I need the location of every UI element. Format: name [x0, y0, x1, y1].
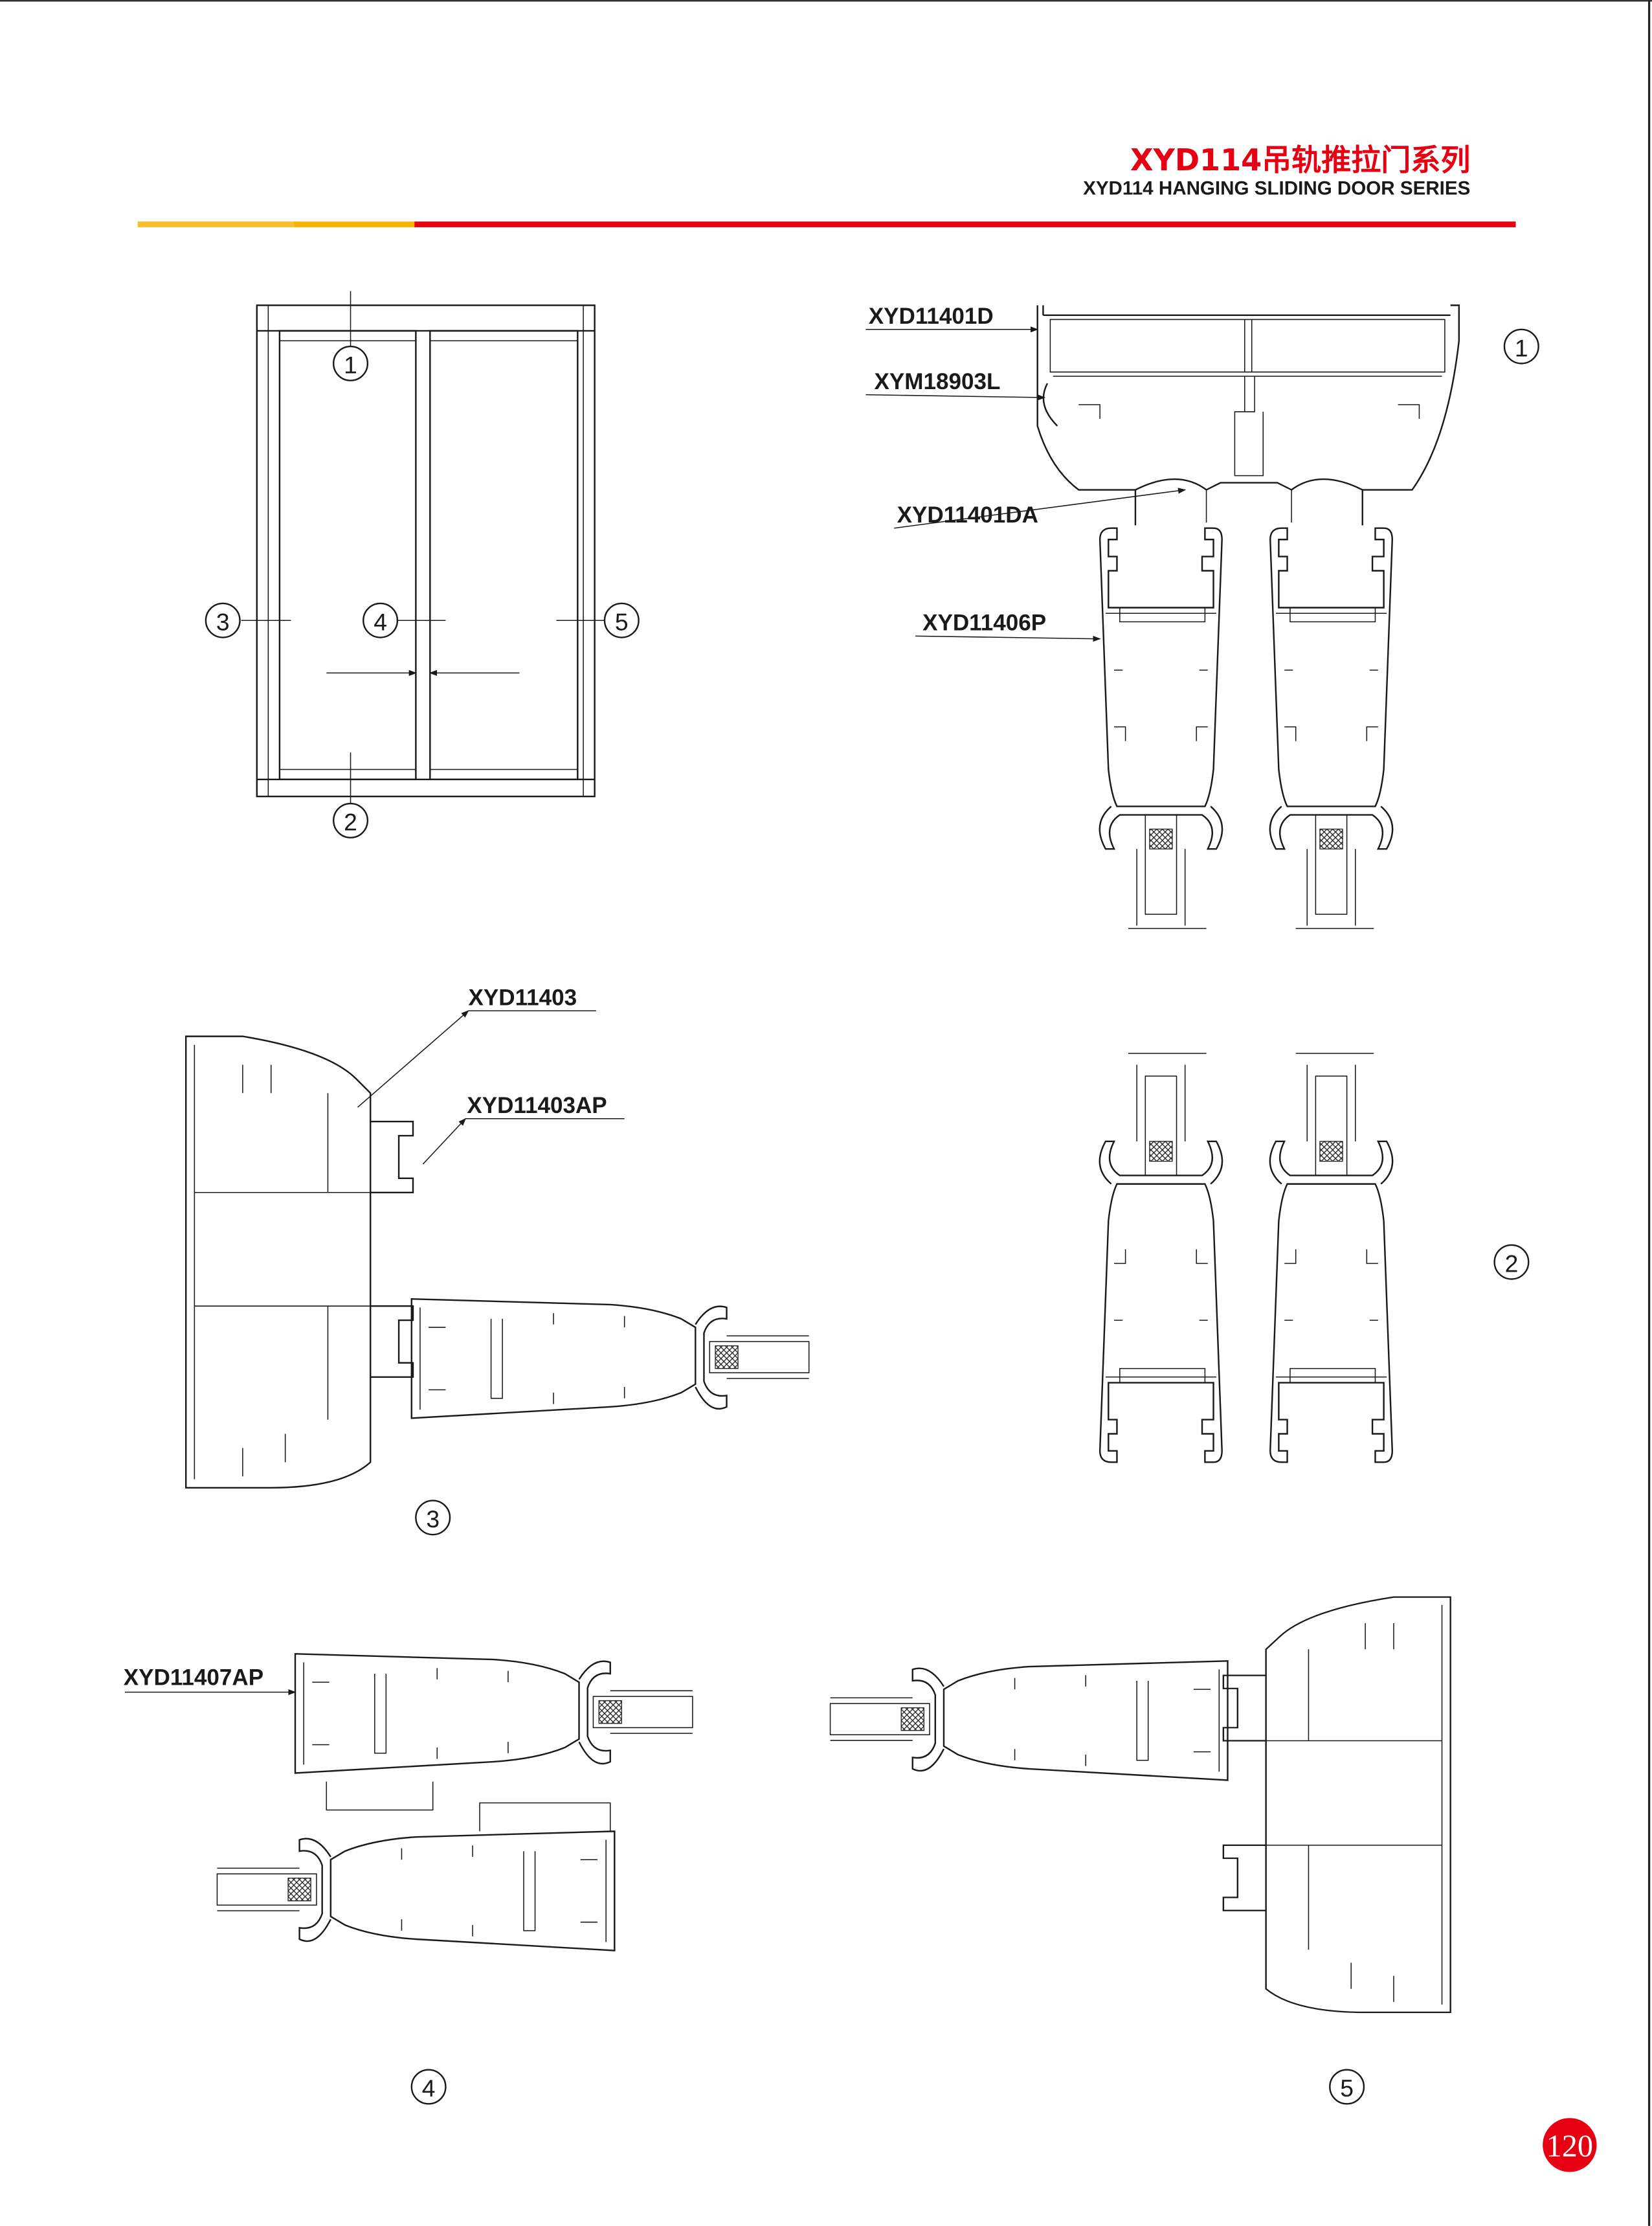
- label-xyd11403ap: XYD11403AP: [467, 1093, 607, 1118]
- svg-text:5: 5: [1340, 2074, 1354, 2102]
- section-4-meeting: XYD11407AP 4: [124, 1653, 694, 2105]
- label-xym18903l: XYM18903L: [875, 369, 1001, 394]
- svg-text:4: 4: [374, 608, 387, 635]
- callout-2: 2: [333, 802, 369, 838]
- label-xyd11403: XYD11403: [469, 985, 577, 1010]
- label-xyd11406p: XYD11406P: [922, 611, 1046, 636]
- svg-text:5: 5: [615, 608, 629, 635]
- label-xyd11407ap: XYD11407AP: [124, 1665, 263, 1691]
- header-stripe: [137, 221, 1516, 227]
- title-english: XYD114 HANGING SLIDING DOOR SERIES: [1083, 177, 1470, 199]
- label-xyd11401d: XYD11401D: [869, 304, 994, 329]
- page-header: XYD114吊轨推拉门系列 XYD114 HANGING SLIDING DOO…: [137, 142, 1516, 227]
- title-chinese: XYD114吊轨推拉门系列: [1130, 142, 1470, 177]
- section-3-jamb: XYD11403 XYD11403AP 3: [185, 985, 810, 1536]
- callout-5: 5: [603, 602, 640, 638]
- page-number-badge: 120: [1543, 2118, 1597, 2172]
- svg-text:2: 2: [1505, 1250, 1519, 1277]
- section-5-jamb: 5: [829, 1596, 1451, 2105]
- section-1-head: XYD11401D XYM18903L XYD11401DA XYD11406P…: [865, 304, 1539, 929]
- svg-text:3: 3: [426, 1505, 440, 1533]
- svg-text:2: 2: [344, 809, 357, 836]
- callout-1: 1: [333, 345, 369, 381]
- svg-text:3: 3: [216, 608, 230, 635]
- section-number-4: 4: [410, 2069, 447, 2105]
- section-2-bottom: 2: [1099, 1053, 1530, 1463]
- svg-text:4: 4: [422, 2074, 436, 2102]
- svg-text:1: 1: [1515, 334, 1528, 361]
- section-number-1: 1: [1503, 328, 1539, 365]
- page-number: 120: [1546, 2130, 1593, 2164]
- section-number-2: 2: [1493, 1244, 1530, 1280]
- svg-text:1: 1: [344, 352, 357, 379]
- door-elevation: 1 2 3 4 5: [205, 291, 640, 838]
- label-xyd11401da: XYD11401DA: [897, 502, 1038, 528]
- callout-3: 3: [205, 602, 241, 638]
- callout-4: 4: [363, 602, 399, 638]
- section-number-3: 3: [415, 1500, 451, 1536]
- section-number-5: 5: [1329, 2069, 1365, 2105]
